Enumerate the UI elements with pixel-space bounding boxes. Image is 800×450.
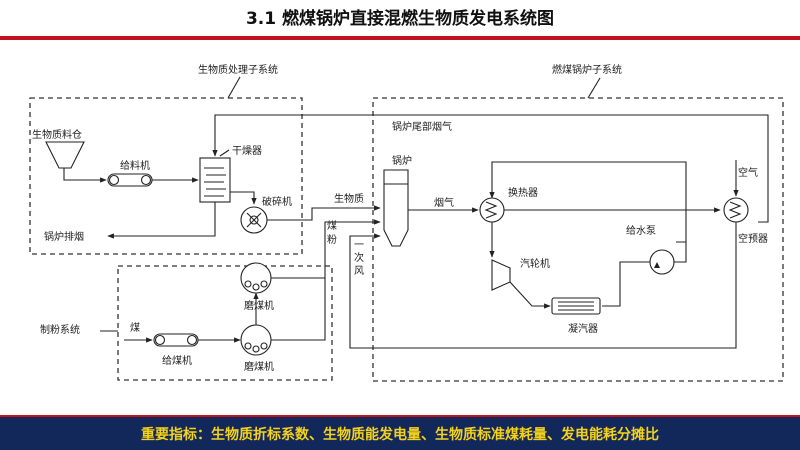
- key-indicators-text: 重要指标：生物质折标系数、生物质能发电量、生物质标准煤耗量、发电能耗分摊比: [141, 426, 659, 443]
- pulverizing-subsystem-box: [117, 265, 333, 381]
- pulverizing-subsystem-label: 制粉系统: [40, 323, 80, 336]
- heat-exchanger-unit: [479, 197, 505, 223]
- biomass-subsystem-label: 生物质处理子系统: [198, 63, 278, 76]
- boiler-unit: [383, 169, 409, 247]
- coal-label: 煤: [130, 321, 140, 334]
- coal-feeder-label: 给煤机: [162, 354, 192, 367]
- feeder-label: 给料机: [120, 159, 150, 172]
- biomass-flow-label: 生物质: [334, 192, 364, 205]
- flue-gas-label: 烟气: [434, 196, 454, 209]
- dryer-label: 干燥器: [232, 145, 262, 157]
- tail-flue-label: 锅炉尾部烟气: [392, 120, 452, 133]
- condenser-label: 凝汽器: [568, 322, 598, 335]
- boiler-exhaust-label: 锅炉排烟: [44, 230, 84, 243]
- biomass-subsystem-box: [29, 97, 303, 255]
- turbine-unit: [491, 259, 511, 291]
- boiler-label: 锅炉: [392, 155, 412, 167]
- primary-air-label-3: 风: [354, 265, 364, 277]
- coal-mill-2: [240, 324, 272, 356]
- coal-mill-1-label: 磨煤机: [244, 299, 274, 312]
- coal-mill-1: [240, 262, 272, 294]
- feed-pump-unit: [649, 249, 675, 275]
- primary-air-label-2: 次: [354, 251, 364, 264]
- turbine-label: 汽轮机: [520, 257, 550, 270]
- feed-pump-label: 给水泵: [626, 224, 656, 237]
- coal-powder-label-2: 粉: [327, 233, 337, 246]
- coal-powder-label: 煤: [327, 219, 337, 232]
- silo-label: 生物质料仓: [32, 128, 82, 141]
- air-label: 空气: [738, 166, 758, 179]
- coal-mill-2-label: 磨煤机: [244, 360, 274, 373]
- key-indicators-banner: 重要指标：生物质折标系数、生物质能发电量、生物质标准煤耗量、发电能耗分摊比: [0, 415, 800, 450]
- primary-air-label: 一: [354, 240, 364, 251]
- silo-icon: [45, 141, 85, 169]
- title-underline: [0, 36, 800, 40]
- boiler-subsystem-box: [372, 97, 784, 382]
- air-preheater-unit: [723, 197, 749, 223]
- heat-exchanger-label: 换热器: [508, 186, 538, 199]
- air-preheater-label: 空预器: [738, 232, 768, 245]
- boiler-subsystem-label: 燃煤锅炉子系统: [552, 63, 622, 76]
- page-title: 3.1 燃煤锅炉直接混燃生物质发电系统图: [245, 9, 555, 29]
- dryer-unit: [199, 157, 231, 203]
- crusher-label: 破碎机: [262, 195, 292, 208]
- system-diagram: 生物质处理子系统 燃煤锅炉子系统 制粉系统 生物质料仓 给料机 干燥器 破碎机 …: [29, 63, 784, 382]
